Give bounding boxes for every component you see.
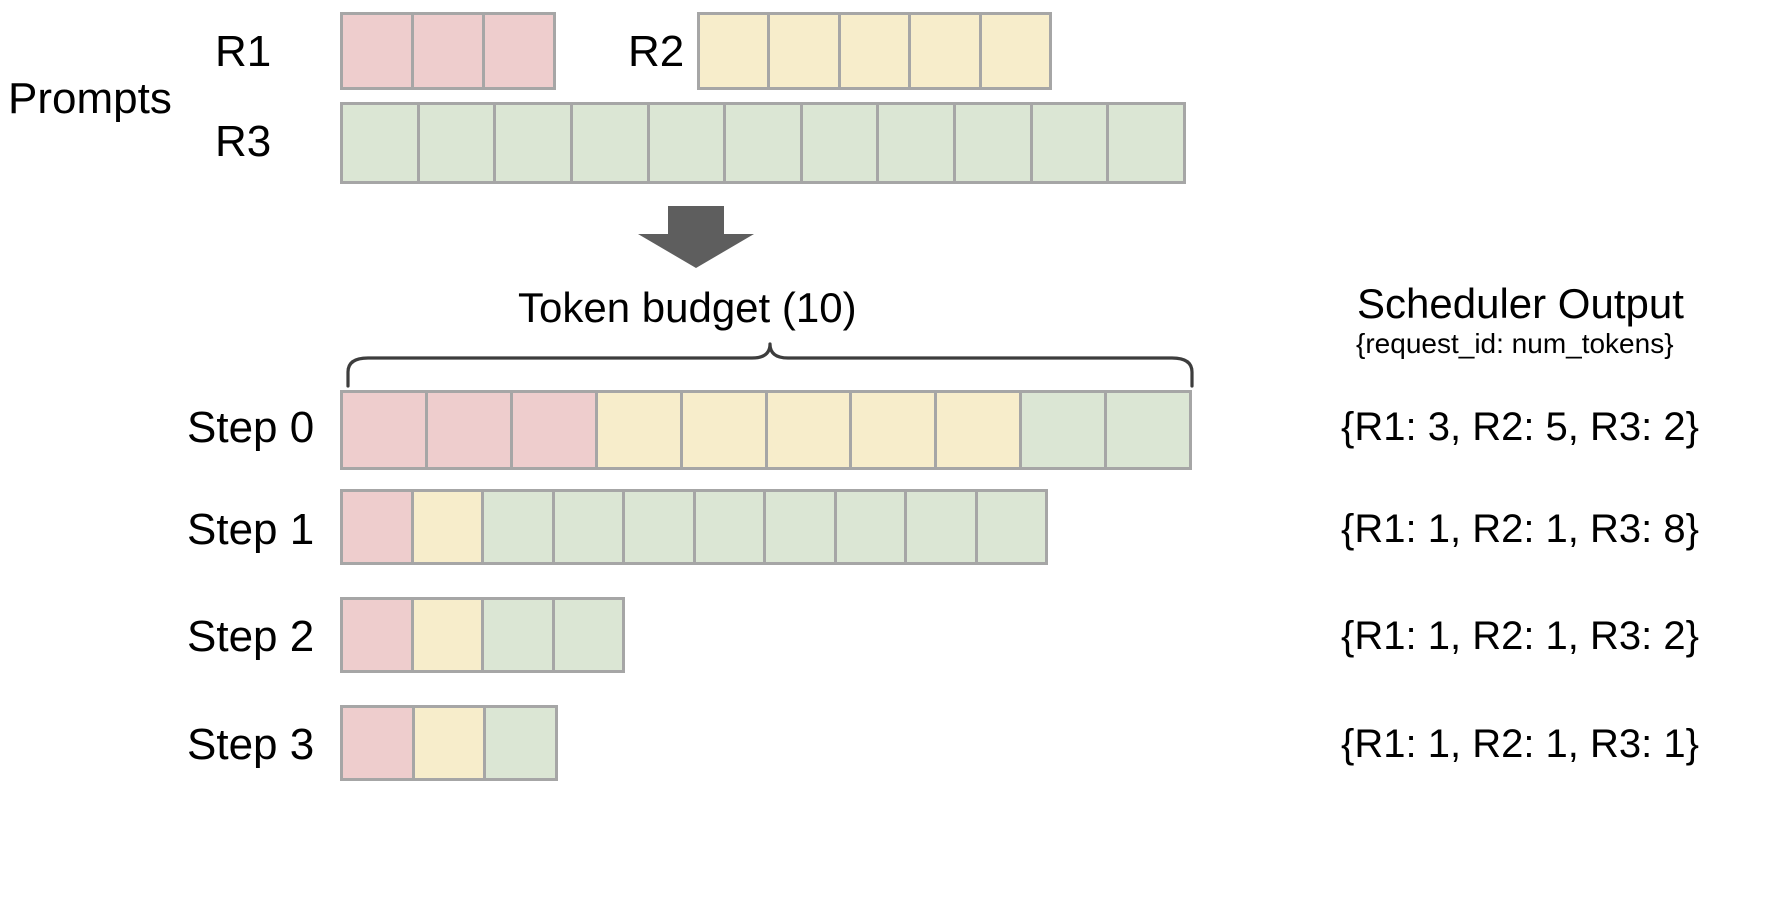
prompt-r2-token-cell [840, 15, 912, 87]
step-token-row-2 [340, 597, 625, 673]
step-1-token-cell-r3 [766, 492, 837, 562]
step-0-token-cell-r1 [427, 393, 513, 467]
step-1-token-cell-r2 [413, 492, 484, 562]
step-2-token-cell-r2 [413, 600, 484, 670]
prompt-r3-token-cell [649, 105, 727, 181]
step-3-token-cell-r3 [486, 708, 556, 778]
prompt-r3-token-cell [1109, 105, 1184, 181]
down-arrow-icon [636, 206, 756, 268]
step-label-2: Step 2 [187, 612, 315, 661]
step-1-token-cell-r3 [836, 492, 907, 562]
step-label-1: Step 1 [187, 505, 315, 554]
prompt-token-row-r2 [697, 12, 1052, 90]
step-0-token-cell-r1 [343, 393, 428, 467]
prompt-r2-token-cell [981, 15, 1050, 87]
request-label-r2: R2 [628, 27, 685, 76]
prompt-token-row-r1 [340, 12, 556, 90]
prompt-r3-token-cell [879, 105, 957, 181]
step-2-token-cell-r3 [484, 600, 555, 670]
scheduler-output-subtitle: {request_id: num_tokens} [1356, 328, 1674, 359]
token-budget-label: Token budget (10) [518, 284, 857, 331]
request-label-r1: R1 [215, 27, 272, 76]
step-2-token-cell-r3 [554, 600, 622, 670]
step-0-token-cell-r2 [767, 393, 853, 467]
scheduler-output-row-0: {R1: 3, R2: 5, R3: 2} [1341, 405, 1699, 449]
step-1-token-cell-r3 [907, 492, 978, 562]
step-1-token-cell-r3 [484, 492, 555, 562]
prompt-r3-token-cell [419, 105, 497, 181]
scheduler-output-row-1: {R1: 1, R2: 1, R3: 8} [1341, 507, 1699, 551]
step-1-token-cell-r3 [625, 492, 696, 562]
step-0-token-cell-r1 [512, 393, 598, 467]
prompt-r1-token-cell [343, 15, 414, 87]
step-1-token-cell-r3 [977, 492, 1045, 562]
step-3-token-cell-r2 [414, 708, 487, 778]
prompt-r3-token-cell [496, 105, 573, 181]
prompt-r1-token-cell [485, 15, 553, 87]
request-label-r3: R3 [215, 117, 272, 166]
step-3-token-cell-r1 [343, 708, 415, 778]
prompt-r2-token-cell [770, 15, 841, 87]
step-0-token-cell-r2 [597, 393, 683, 467]
step-1-token-cell-r3 [695, 492, 766, 562]
step-token-row-0 [340, 390, 1192, 470]
prompt-r3-token-cell [1032, 105, 1110, 181]
step-token-row-1 [340, 489, 1048, 565]
prompt-r3-token-cell [572, 105, 650, 181]
step-1-token-cell-r1 [343, 492, 414, 562]
scheduler-output-row-3: {R1: 1, R2: 1, R3: 1} [1341, 722, 1699, 766]
step-token-row-3 [340, 705, 558, 781]
step-0-token-cell-r2 [852, 393, 938, 467]
step-label-0: Step 0 [187, 403, 315, 452]
scheduler-output-row-2: {R1: 1, R2: 1, R3: 2} [1341, 614, 1699, 658]
prompt-r2-token-cell [911, 15, 982, 87]
step-2-token-cell-r1 [343, 600, 414, 670]
prompt-r2-token-cell [700, 15, 771, 87]
prompt-r3-token-cell [956, 105, 1033, 181]
scheduler-output-heading: Scheduler Output [1357, 280, 1684, 327]
prompt-r1-token-cell [414, 15, 485, 87]
step-1-token-cell-r3 [554, 492, 625, 562]
prompt-r3-token-cell [343, 105, 420, 181]
step-0-token-cell-r2 [682, 393, 768, 467]
prompt-token-row-r3 [340, 102, 1186, 184]
curly-brace-icon [340, 340, 1200, 388]
step-label-3: Step 3 [187, 720, 315, 769]
step-0-token-cell-r2 [937, 393, 1023, 467]
prompt-r3-token-cell [726, 105, 803, 181]
prompts-section-label: Prompts [8, 74, 172, 123]
step-0-token-cell-r3 [1022, 393, 1108, 467]
step-0-token-cell-r3 [1107, 393, 1190, 467]
prompt-r3-token-cell [802, 105, 880, 181]
